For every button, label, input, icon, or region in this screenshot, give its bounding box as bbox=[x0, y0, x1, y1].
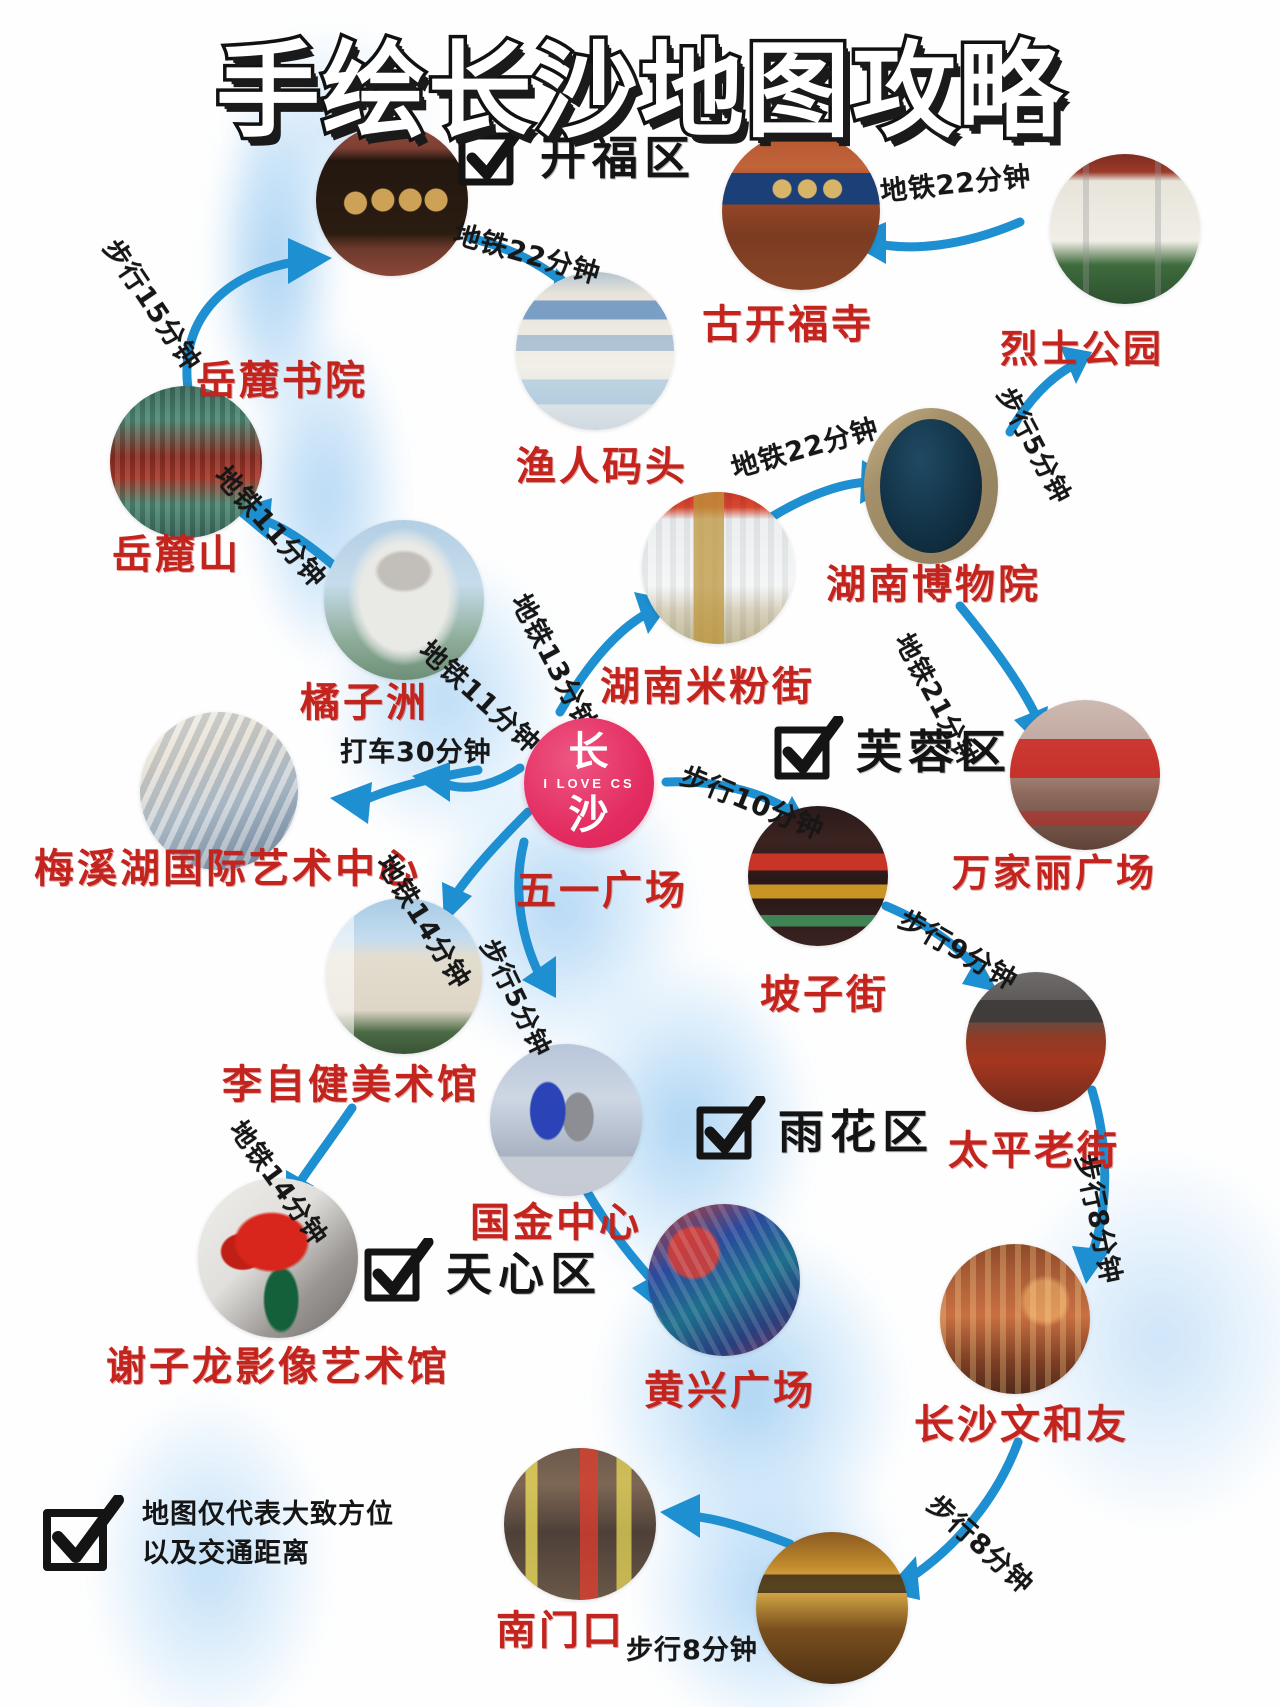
route-label-martyrs-park-to-kaifu-temple: 地铁22分钟 bbox=[878, 161, 1033, 208]
spot-photo-hunan-rice-noodle-street[interactable] bbox=[642, 492, 794, 644]
spot-label-meixi-lake-arts-center: 梅溪湖国际艺术中心 bbox=[34, 846, 421, 892]
spot-label-fishermans-wharf: 渔人码头 bbox=[516, 444, 688, 490]
district-label-yuhua: 雨花区 bbox=[778, 1105, 934, 1159]
district-tag-kaifu[interactable]: 开福区 bbox=[456, 122, 696, 188]
spot-label-changsha-wenheyou: 长沙文和友 bbox=[914, 1402, 1129, 1448]
spot-meixi-lake-arts-center[interactable] bbox=[140, 712, 298, 870]
spot-label-ancient-kaifu-temple: 古开福寺 bbox=[702, 302, 874, 348]
spot-label-nanmenkou: 南门口 bbox=[496, 1608, 625, 1654]
spot-martyrs-park[interactable] bbox=[1050, 154, 1200, 304]
spot-pozi-street[interactable] bbox=[748, 806, 888, 946]
district-label-furong: 芙蓉区 bbox=[856, 725, 1012, 779]
spot-photo-nanmenkou[interactable] bbox=[504, 1448, 656, 1600]
spot-photo-wanjiali-plaza[interactable] bbox=[1010, 700, 1160, 850]
spot-fishermans-wharf[interactable] bbox=[516, 272, 674, 430]
district-label-tianxin: 天心区 bbox=[446, 1247, 602, 1301]
spot-photo-xiezilong-photography-museum[interactable] bbox=[198, 1178, 358, 1338]
spot-label-lizijian-art-museum: 李自健美术馆 bbox=[222, 1062, 480, 1108]
spot-hunan-museum[interactable] bbox=[864, 408, 998, 564]
route-label-yuelu-mountain-to-academy: 步行15分钟 bbox=[96, 233, 207, 377]
checkbox-checked-icon[interactable] bbox=[694, 1096, 766, 1162]
spot-label-hunan-museum: 湖南博物院 bbox=[826, 562, 1041, 608]
spot-label-wuyi-square: 五一广场 bbox=[516, 868, 688, 914]
spot-photo-hunan-museum[interactable] bbox=[864, 408, 998, 564]
spot-photo-fishermans-wharf[interactable] bbox=[516, 272, 674, 430]
route-label-orange-isle-to-meixi-lake: 打车30分钟 bbox=[340, 737, 492, 768]
brand-bottom-char: 沙 bbox=[568, 791, 610, 838]
spot-label-hunan-rice-noodle-street: 湖南米粉街 bbox=[600, 664, 815, 710]
spot-photo-taiping-old-street[interactable] bbox=[966, 972, 1106, 1112]
spot-label-yuelu-mountain: 岳麓山 bbox=[112, 532, 241, 578]
route-label-pozi-street-to-taiping-old-street: 步行9分钟 bbox=[893, 904, 1023, 997]
spot-label-wanjiali-plaza: 万家丽广场 bbox=[952, 851, 1158, 895]
brand-top-char: 长 bbox=[568, 728, 610, 775]
spot-photo-meixi-lake-arts-center[interactable] bbox=[140, 712, 298, 870]
checkbox-checked-icon[interactable] bbox=[456, 122, 528, 188]
route-label-wuyi-square-to-ifs: 步行5分钟 bbox=[473, 934, 557, 1063]
footnote-text: 地图仅代表大致方位 以及交通距离 bbox=[142, 1495, 394, 1573]
spot-label-pozi-street: 坡子街 bbox=[760, 972, 889, 1018]
spot-label-xiezilong-photography-museum: 谢子龙影像艺术馆 bbox=[106, 1344, 450, 1390]
spot-hunan-rice-noodle-street[interactable] bbox=[642, 492, 794, 644]
page-title: 手绘长沙地图攻略 bbox=[212, 27, 1065, 156]
checkbox-checked-icon bbox=[43, 1495, 124, 1571]
spot-wanjiali-plaza[interactable] bbox=[1010, 700, 1160, 850]
checkbox-checked-icon[interactable] bbox=[362, 1238, 434, 1304]
spot-photo-huangxing-square[interactable] bbox=[648, 1204, 800, 1356]
footnote-line-1: 地图仅代表大致方位 bbox=[142, 1499, 394, 1530]
footnote-line-2: 以及交通距离 bbox=[142, 1538, 310, 1570]
brand-tagline: I LOVE CS bbox=[543, 775, 635, 791]
spot-label-huangxing-square: 黄兴广场 bbox=[644, 1368, 816, 1414]
center-brand-badge: 长 I LOVE CS 沙 bbox=[524, 718, 654, 848]
spot-nanmenkou[interactable] bbox=[504, 1448, 656, 1600]
spot-photo-changsha-wenheyou[interactable] bbox=[940, 1244, 1090, 1394]
district-label-kaifu: 开福区 bbox=[540, 131, 696, 185]
district-tag-furong[interactable]: 芙蓉区 bbox=[772, 716, 1012, 782]
spot-taiping-old-street[interactable] bbox=[966, 972, 1106, 1112]
spot-label-yuelu-academy: 岳麓书院 bbox=[196, 358, 368, 404]
spot-changsha-wenheyou[interactable] bbox=[940, 1244, 1090, 1394]
spot-label-martyrs-park: 烈士公园 bbox=[1000, 327, 1165, 371]
spot-photo-martyrs-park[interactable] bbox=[1050, 154, 1200, 304]
spot-photo-pozi-street[interactable] bbox=[748, 806, 888, 946]
spot-photo-bottom-temple[interactable] bbox=[756, 1532, 908, 1684]
spot-xiezilong-photography-museum[interactable] bbox=[198, 1178, 358, 1338]
spot-photo-ifs-changsha[interactable] bbox=[490, 1044, 642, 1196]
spot-ifs-changsha[interactable] bbox=[490, 1044, 642, 1196]
route-label-wenheyou-to-bottom: 步行8分钟 bbox=[920, 1489, 1040, 1601]
district-tag-tianxin[interactable]: 天心区 bbox=[362, 1238, 602, 1304]
district-tag-yuhua[interactable]: 雨花区 bbox=[694, 1096, 934, 1162]
route-label-museum-to-martyrs-park: 步行5分钟 bbox=[990, 382, 1077, 510]
spot-label-orange-isle: 橘子洲 bbox=[300, 680, 429, 726]
spot-huangxing-square[interactable] bbox=[648, 1204, 800, 1356]
map-footnote: 地图仅代表大致方位 以及交通距离 bbox=[40, 1495, 394, 1573]
checkbox-checked-icon[interactable] bbox=[772, 716, 844, 782]
route-label-rice-noodle-street-to-museum: 地铁22分钟 bbox=[727, 412, 883, 485]
route-label-bottom-to-nanmenkou: 步行8分钟 bbox=[626, 1635, 758, 1666]
